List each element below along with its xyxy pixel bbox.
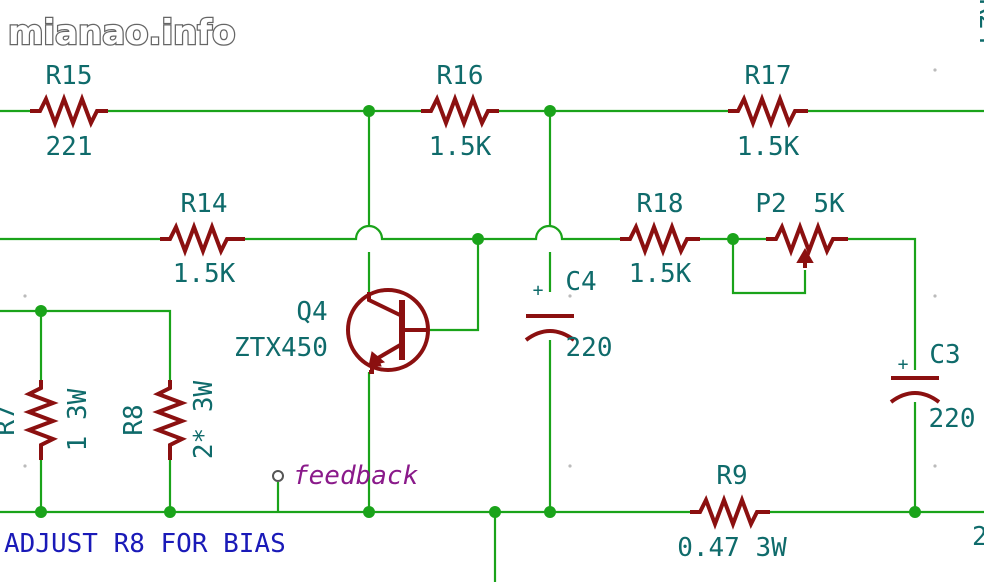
c3-ref: C3 (929, 340, 960, 370)
edge-label-bottom: 2 (972, 522, 984, 552)
r7-ref: R7 (0, 404, 21, 435)
grid-dots (23, 68, 937, 468)
resistor-R17: R17 1.5K (728, 61, 808, 162)
bias-note: ADJUST R8 FOR BIAS (4, 529, 286, 559)
feedback-label: feedback (293, 461, 419, 491)
resistor-R14: R14 1.5K (160, 189, 245, 289)
potentiometer-P2: P2 5K (755, 189, 848, 268)
capacitor-C3: + C3 220 (889, 340, 976, 434)
watermark: mianao.info (8, 13, 235, 53)
r17-ref: R17 (745, 61, 792, 91)
q4-ref: Q4 (296, 297, 327, 327)
p2-value: 5K (813, 189, 845, 219)
edge-label-top: R24 (973, 0, 984, 45)
r16-value: 1.5K (429, 132, 492, 162)
r15-ref: R15 (46, 61, 93, 91)
feedback-net-label: feedback (272, 461, 419, 491)
r16-ref: R16 (437, 61, 484, 91)
r8-value: 2* 3W (189, 381, 219, 460)
q4-value: ZTX450 (234, 333, 328, 363)
resistor-R18: R18 1.5K (620, 189, 700, 289)
c3-polarity: + (898, 354, 909, 375)
transistor-Q4: Q4 ZTX450 (234, 288, 430, 374)
r17-value: 1.5K (737, 132, 800, 162)
resistor-R8: R8 2* 3W (119, 380, 219, 460)
resistor-R9: R9 0.47 3W (677, 461, 787, 563)
wires (0, 109, 984, 582)
r7-value: 1 3W (63, 388, 93, 451)
r9-ref: R9 (716, 461, 747, 491)
r18-value: 1.5K (629, 259, 692, 289)
c4-ref: C4 (565, 267, 596, 297)
c3-value: 220 (929, 404, 976, 434)
r15-value: 221 (46, 132, 93, 162)
resistor-R7: R7 1 3W (0, 380, 93, 460)
r9-value: 0.47 3W (677, 533, 787, 563)
r14-value: 1.5K (173, 259, 236, 289)
c4-value: 220 (566, 333, 613, 363)
r14-ref: R14 (181, 189, 228, 219)
c4-polarity: + (533, 280, 544, 301)
r18-ref: R18 (637, 189, 684, 219)
resistor-R15: R15 221 (30, 61, 108, 162)
r8-ref: R8 (119, 404, 149, 435)
junctions (35, 105, 921, 518)
resistor-R16: R16 1.5K (421, 61, 499, 162)
p2-ref: P2 (755, 189, 786, 219)
capacitor-C4: + C4 220 (524, 267, 613, 363)
